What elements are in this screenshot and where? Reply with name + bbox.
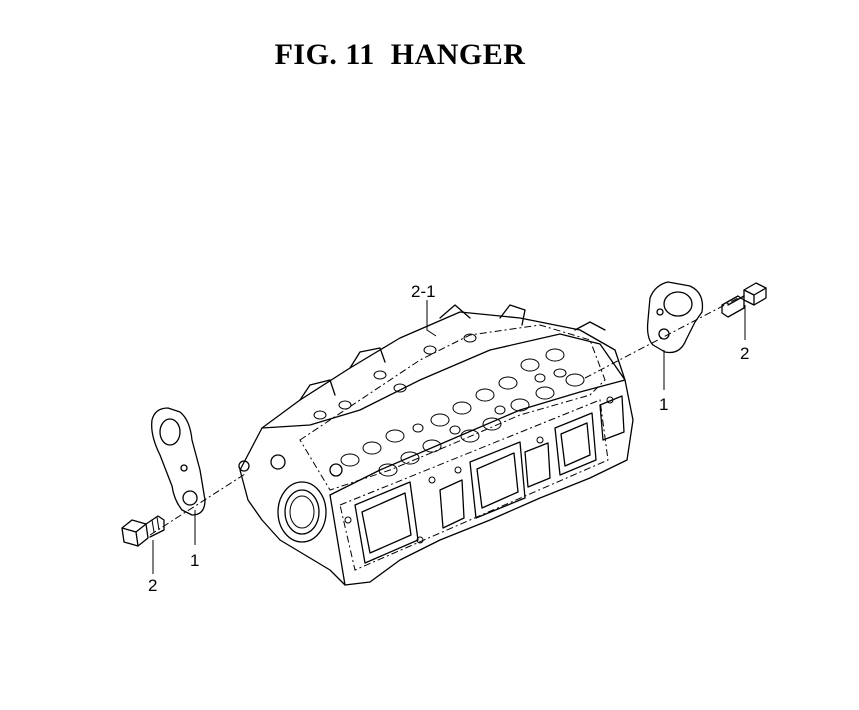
callout-bolt-left: 2 (148, 576, 157, 595)
bolt-left-drawing (121, 515, 165, 547)
leader-cylinder-head (426, 300, 437, 337)
hanger-left-drawing (151, 407, 206, 516)
callout-hanger-right: 1 (659, 395, 668, 414)
cylinder-head-drawing (238, 304, 634, 586)
callout-hanger-left: 1 (190, 551, 199, 570)
center-line-right (584, 296, 741, 379)
callout-bolt-right: 2 (740, 344, 749, 363)
center-line-left (149, 473, 246, 536)
callout-cylinder-head: 2-1 (411, 282, 436, 301)
bolt-right-drawing (721, 282, 767, 318)
hanger-right-drawing (646, 281, 704, 354)
figure-title: FIG. 11 HANGER (274, 38, 526, 71)
